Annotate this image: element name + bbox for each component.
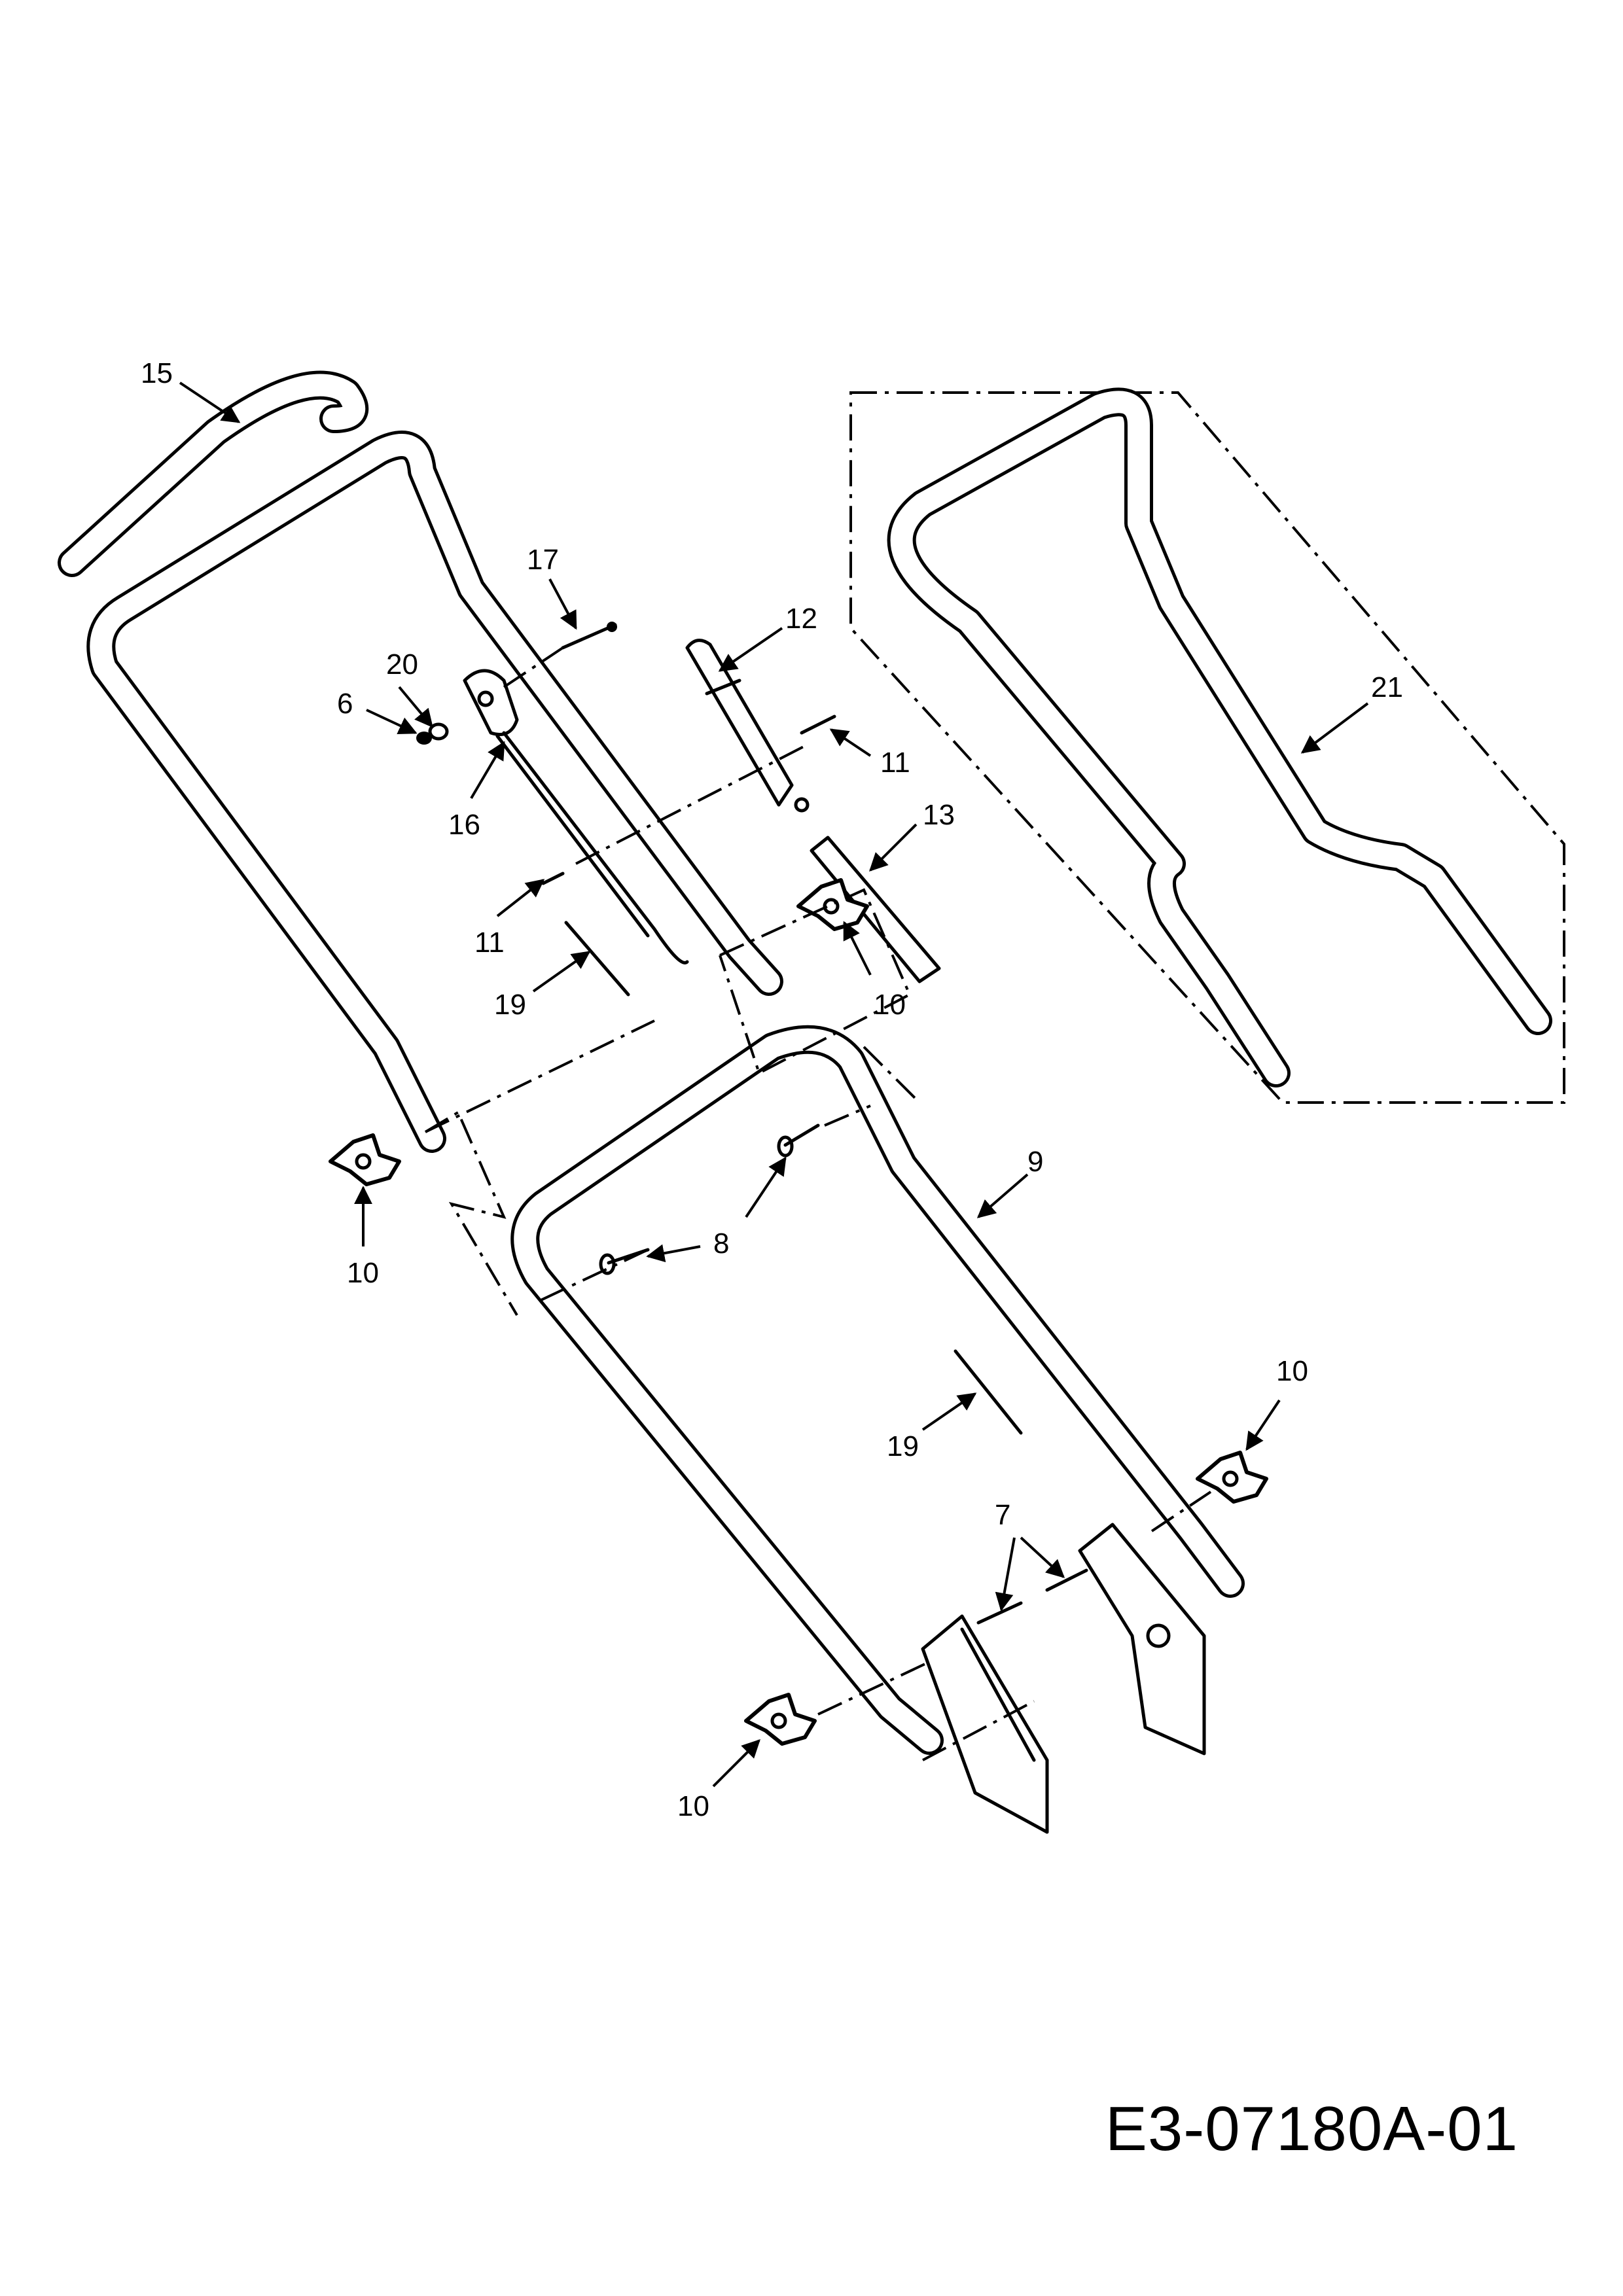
callout-6: 6 <box>337 688 353 720</box>
callout-10-left: 10 <box>347 1257 379 1289</box>
rod-part-13 <box>810 836 941 983</box>
washer-part-20 <box>428 722 449 741</box>
callout-leaders <box>179 381 1369 1788</box>
star-knob-part-10-upper <box>796 878 869 931</box>
clip-part-11-lower <box>541 872 565 885</box>
callout-10-right: 10 <box>1276 1355 1308 1387</box>
callout-15: 15 <box>141 357 173 389</box>
star-knob-part-10-left <box>329 1133 401 1186</box>
tube-part-12 <box>685 639 810 813</box>
lower-handle-part-9 <box>510 1025 1245 1755</box>
callout-9: 9 <box>1027 1146 1043 1178</box>
callout-10-bottom: 10 <box>677 1790 709 1822</box>
star-knob-part-10-bottom <box>744 1693 817 1746</box>
callout-11-lower: 11 <box>474 927 505 959</box>
callout-11-upper: 11 <box>880 747 910 779</box>
callout-8: 8 <box>713 1227 729 1260</box>
cable-tie-part-19-upper <box>564 921 630 997</box>
callout-7: 7 <box>995 1499 1010 1531</box>
callout-19-lower: 19 <box>887 1430 919 1462</box>
callout-10-upper: 10 <box>874 989 906 1021</box>
alternate-handle-part-21 <box>849 387 1565 1104</box>
upper-handle <box>86 431 783 1153</box>
control-lever-part-16 <box>463 669 689 964</box>
drawing-number: E3-07180A-01 <box>1105 2094 1518 2164</box>
callout-20: 20 <box>386 648 418 680</box>
bracket-left <box>921 1614 1049 1834</box>
cable-tie-part-19-lower <box>954 1349 1023 1435</box>
carriage-bolt-part-8-upper <box>777 1123 820 1157</box>
callout-16: 16 <box>448 809 480 841</box>
bolt-part-17 <box>561 622 617 650</box>
assembly-lines <box>424 646 1212 1761</box>
star-knob-part-10-right <box>1196 1451 1268 1504</box>
callout-17: 17 <box>527 544 559 576</box>
nut-part-6 <box>416 732 432 745</box>
callout-21: 21 <box>1371 671 1403 703</box>
callout-12: 12 <box>785 603 817 635</box>
bolt-part-7-right <box>1045 1568 1088 1592</box>
bolt-part-7-center <box>976 1601 1023 1625</box>
callout-19-upper: 19 <box>494 989 526 1021</box>
bracket-right <box>1078 1523 1206 1756</box>
callout-13: 13 <box>923 799 955 831</box>
clip-part-11-upper <box>800 715 836 735</box>
handle-grip-part-15 <box>58 370 369 577</box>
